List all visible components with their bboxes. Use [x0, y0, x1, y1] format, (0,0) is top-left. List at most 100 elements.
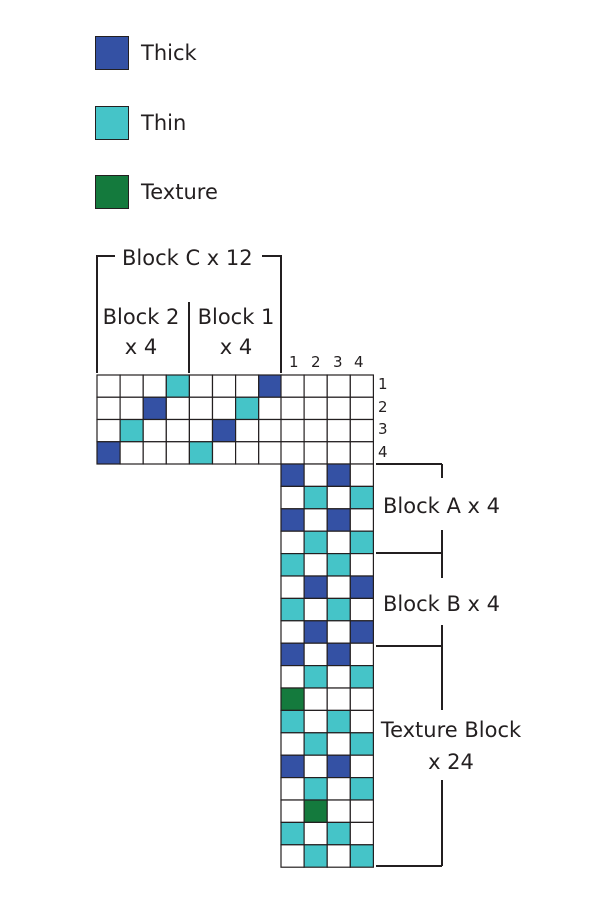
threading-cell: [258, 418, 283, 443]
treadling-cell: [349, 776, 374, 801]
treadling-cell: [303, 642, 328, 667]
tieup-cell: [303, 418, 328, 443]
treadling-cell: [280, 552, 305, 577]
treadling-cell: [326, 664, 351, 689]
threading-cell: [165, 441, 191, 465]
tieup-cell: [280, 396, 305, 421]
row-number-4: 4: [378, 443, 388, 461]
treadling-cell: [326, 754, 351, 779]
tieup-cell: [326, 418, 351, 443]
threading-cell: [211, 374, 237, 398]
treadling-cell: [303, 776, 328, 801]
treadling-cell: [303, 799, 328, 823]
treadling-cell: [349, 530, 374, 555]
threading-cell: [96, 374, 121, 398]
threading-cell: [119, 396, 144, 421]
treadling-cell: [326, 776, 351, 801]
tieup-cell: [349, 418, 374, 443]
threading-cell: [188, 396, 214, 421]
treadling-cell: [326, 844, 351, 868]
shaft-number-3: 3: [333, 353, 343, 371]
row-number-1: 1: [378, 375, 388, 393]
treadling-cell: [280, 799, 305, 823]
tieup-cell: [326, 396, 351, 421]
legend-thick: Thick: [95, 35, 197, 71]
threading-cell: [165, 418, 191, 443]
treadling-cell: [303, 597, 328, 622]
treadling-cell: [349, 709, 374, 734]
tieup-cell: [303, 374, 328, 398]
treadling-cell: [349, 463, 374, 487]
treadling-cell: [280, 597, 305, 622]
threading-cell: [211, 441, 237, 465]
treadling-cell: [326, 821, 351, 846]
block-2-repeat: x 4: [124, 335, 158, 359]
treadling-cell: [303, 530, 328, 555]
treadling-cell: [326, 575, 351, 599]
treadling-cell: [326, 597, 351, 622]
treadling-cell: [326, 732, 351, 756]
treadling-cell: [303, 844, 328, 868]
treadling-cell: [349, 620, 374, 644]
row-number-2: 2: [378, 398, 388, 416]
treadling-cell: [280, 709, 305, 734]
thick-swatch: [95, 36, 129, 70]
tieup-cell: [303, 396, 328, 421]
block-2-title: Block 2: [102, 305, 180, 329]
legend-thick-label: Thick: [141, 41, 197, 65]
legend-thin: Thin: [95, 105, 186, 141]
treadling-cell: [280, 754, 305, 779]
texture-block-title: Texture Block: [380, 718, 522, 742]
block-a-label: Block A x 4: [383, 494, 500, 518]
treadling-cell: [349, 821, 374, 846]
treadling-cell: [349, 687, 374, 711]
shaft-number-1: 1: [289, 353, 299, 371]
threading-cell: [142, 374, 167, 398]
block-1-title: Block 1: [197, 305, 275, 329]
threading-cell: [142, 418, 167, 443]
treadling-cell: [326, 552, 351, 577]
block-c-label: Block C x 12: [122, 246, 253, 270]
treadling-cell: [303, 463, 328, 487]
tieup-cell: [326, 374, 351, 398]
treadling-cell: [280, 463, 305, 487]
treadling-cell: [280, 575, 305, 599]
treadling-cell: [280, 821, 305, 846]
treadling-cell: [303, 821, 328, 846]
threading-cell: [165, 374, 191, 398]
treadling-cell: [280, 776, 305, 801]
threading-cell: [142, 441, 167, 465]
legend-texture: Texture: [95, 174, 218, 210]
legend-thin-label: Thin: [141, 111, 187, 135]
treadling-cell: [326, 530, 351, 555]
treadling-cell: [326, 508, 351, 532]
treadling-cell: [349, 597, 374, 622]
threading-cell: [258, 374, 283, 398]
tieup-cell: [280, 418, 305, 443]
threading-cell: [96, 418, 121, 443]
treadling-cell: [280, 508, 305, 532]
treadling-cell: [326, 620, 351, 644]
threading-cell: [258, 396, 283, 421]
legend-texture-label: Texture: [141, 180, 218, 204]
treadling-cell: [303, 732, 328, 756]
treadling-cell: [303, 575, 328, 599]
treadling-cell: [280, 844, 305, 868]
treadling-cell: [326, 642, 351, 667]
treadling-cell: [349, 642, 374, 667]
treadling-cell: [303, 508, 328, 532]
threading-cell: [211, 396, 237, 421]
treadling-cell: [280, 664, 305, 689]
treadling-cell: [349, 508, 374, 532]
treadling-cell: [303, 687, 328, 711]
treadling-cell: [280, 485, 305, 510]
threading-cell: [211, 418, 237, 443]
texture-block-label: Texture Block x 24: [376, 714, 526, 778]
threading-cell: [235, 396, 260, 421]
tieup-cell: [349, 374, 374, 398]
threading-cell: [235, 418, 260, 443]
treadling-cell: [303, 664, 328, 689]
threading-cell: [235, 374, 260, 398]
threading-cell: [142, 396, 167, 421]
threading-cell: [188, 441, 214, 465]
